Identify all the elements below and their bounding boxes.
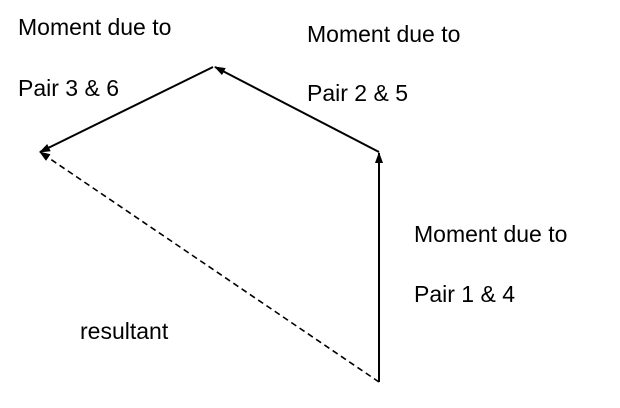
vector-pair-3-6	[39, 66, 214, 153]
vector-pair-2-5	[214, 66, 380, 153]
label-pair-2-5-line2: Pair 2 & 5	[307, 80, 408, 106]
label-pair-3-6-line2: Pair 3 & 6	[18, 75, 119, 101]
vector-resultant	[39, 151, 380, 383]
label-pair-1-4-line1: Moment due to	[414, 221, 568, 247]
label-pair-1-4-line2: Pair 1 & 4	[414, 281, 515, 307]
label-pair-2-5-line1: Moment due to	[307, 21, 461, 47]
label-resultant: resultant	[80, 318, 169, 344]
label-pair-3-6-line1: Moment due to	[18, 14, 172, 40]
